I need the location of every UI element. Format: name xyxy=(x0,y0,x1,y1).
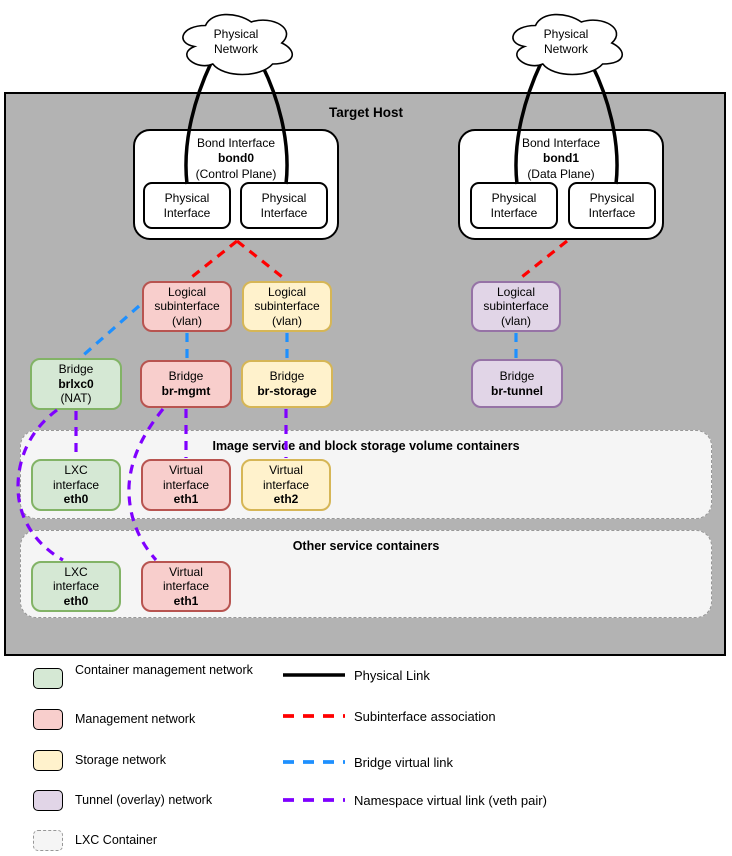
bridge-brlxc0-name: brlxc0 xyxy=(58,376,94,391)
legend-swatch-container-management xyxy=(33,668,63,689)
other-container-eth0-name: eth0 xyxy=(63,593,89,608)
vlan-tunnel-sub: (vlan) xyxy=(500,313,531,328)
legend-label-namespace-virtual-link: Namespace virtual link (veth pair) xyxy=(354,793,547,808)
bond0-plane: (Control Plane) xyxy=(195,166,277,181)
legend-line-samples xyxy=(283,673,345,802)
bond1-box: Bond Interface bond1 (Data Plane) Physic… xyxy=(458,129,664,240)
bond0-physical-interface-left-label: Physical Interface xyxy=(163,191,211,220)
vlan-storage-box: Logical subinterface (vlan) xyxy=(242,281,332,332)
legend-label-tunnel: Tunnel (overlay) network xyxy=(75,793,213,807)
bridge-br-mgmt-box: Bridge br-mgmt xyxy=(140,360,232,408)
bond1-physical-interface-left-label: Physical Interface xyxy=(490,191,538,220)
bridge-br-storage-name: br-storage xyxy=(257,384,317,398)
container-image-services-title: Image service and block storage volume c… xyxy=(212,439,520,453)
image-container-eth0-label: LXC interface xyxy=(52,463,100,492)
image-container-eth2-box: Virtual interface eth2 xyxy=(241,459,331,511)
bridge-br-mgmt-name: br-mgmt xyxy=(161,384,211,398)
container-other-services: Other service containers xyxy=(20,530,712,618)
other-container-eth0-label: LXC interface xyxy=(52,564,100,594)
image-container-eth0-box: LXC interface eth0 xyxy=(31,459,121,511)
bond1-physical-interface-right-label: Physical Interface xyxy=(588,191,636,220)
bridge-br-tunnel-name: br-tunnel xyxy=(491,383,543,398)
bond1-physical-interface-left: Physical Interface xyxy=(470,182,558,229)
container-image-services: Image service and block storage volume c… xyxy=(20,430,712,519)
container-other-services-title: Other service containers xyxy=(292,539,440,553)
other-container-eth1-name: eth1 xyxy=(173,593,199,608)
image-container-eth2-name: eth2 xyxy=(273,492,299,507)
bridge-br-storage-box: Bridge br-storage xyxy=(241,360,333,408)
bond1-name: bond1 xyxy=(543,151,579,166)
bond0-physical-interface-right: Physical Interface xyxy=(240,182,328,229)
bridge-brlxc0-label: Bridge xyxy=(58,362,94,377)
legend-label-lxc-container: LXC Container xyxy=(75,833,157,847)
bond0-box: Bond Interface bond0 (Control Plane) Phy… xyxy=(133,129,339,240)
legend-swatch-management xyxy=(33,709,63,730)
bond0-type: Bond Interface xyxy=(196,136,276,150)
legend-swatch-lxc-container xyxy=(33,830,63,851)
bond0-name: bond0 xyxy=(218,151,254,166)
bond0-physical-interface-left: Physical Interface xyxy=(143,182,231,229)
bond0-physical-interface-right-label: Physical Interface xyxy=(260,191,308,220)
legend-label-storage: Storage network xyxy=(75,753,167,767)
legend-label-container-management: Container management network xyxy=(75,663,253,677)
vlan-storage-sub: (vlan) xyxy=(271,313,302,328)
legend-swatch-storage xyxy=(33,750,63,771)
bond1-type: Bond Interface xyxy=(521,136,601,150)
bridge-brlxc0-box: Bridge brlxc0 (NAT) xyxy=(30,358,122,410)
vlan-storage-label: Logical subinterface xyxy=(254,284,320,314)
bond1-plane: (Data Plane) xyxy=(527,166,595,181)
cloud-right-label: Physical Network xyxy=(543,27,589,56)
legend-label-physical-link: Physical Link xyxy=(354,668,430,683)
bridge-brlxc0-sub: (NAT) xyxy=(60,391,92,406)
cloud-left-label: Physical Network xyxy=(213,27,259,56)
vlan-tunnel-label: Logical subinterface xyxy=(483,284,549,314)
other-container-eth1-box: Virtual interface eth1 xyxy=(141,561,231,612)
legend-label-subinterface-association: Subinterface association xyxy=(354,709,496,724)
bridge-br-storage-label: Bridge xyxy=(269,369,305,384)
target-host-title: Target Host xyxy=(328,105,403,120)
bond1-physical-interface-right: Physical Interface xyxy=(568,182,656,229)
image-container-eth1-box: Virtual interface eth1 xyxy=(141,459,231,511)
image-container-eth1-label: Virtual interface xyxy=(162,463,210,492)
vlan-mgmt-sub: (vlan) xyxy=(171,313,202,328)
bridge-br-tunnel-label: Bridge xyxy=(499,368,535,383)
image-container-eth0-name: eth0 xyxy=(63,492,89,507)
vlan-tunnel-box: Logical subinterface (vlan) xyxy=(471,281,561,332)
bridge-br-mgmt-label: Bridge xyxy=(168,369,204,384)
vlan-mgmt-label: Logical subinterface xyxy=(154,284,220,314)
image-container-eth2-label: Virtual interface xyxy=(262,463,310,492)
other-container-eth1-label: Virtual interface xyxy=(162,564,210,594)
legend-label-bridge-virtual-link: Bridge virtual link xyxy=(354,755,453,770)
legend-label-management: Management network xyxy=(75,712,196,726)
vlan-mgmt-box: Logical subinterface (vlan) xyxy=(142,281,232,332)
bridge-br-tunnel-box: Bridge br-tunnel xyxy=(471,359,563,408)
image-container-eth1-name: eth1 xyxy=(173,492,199,507)
other-container-eth0-box: LXC interface eth0 xyxy=(31,561,121,612)
legend-swatch-tunnel xyxy=(33,790,63,811)
